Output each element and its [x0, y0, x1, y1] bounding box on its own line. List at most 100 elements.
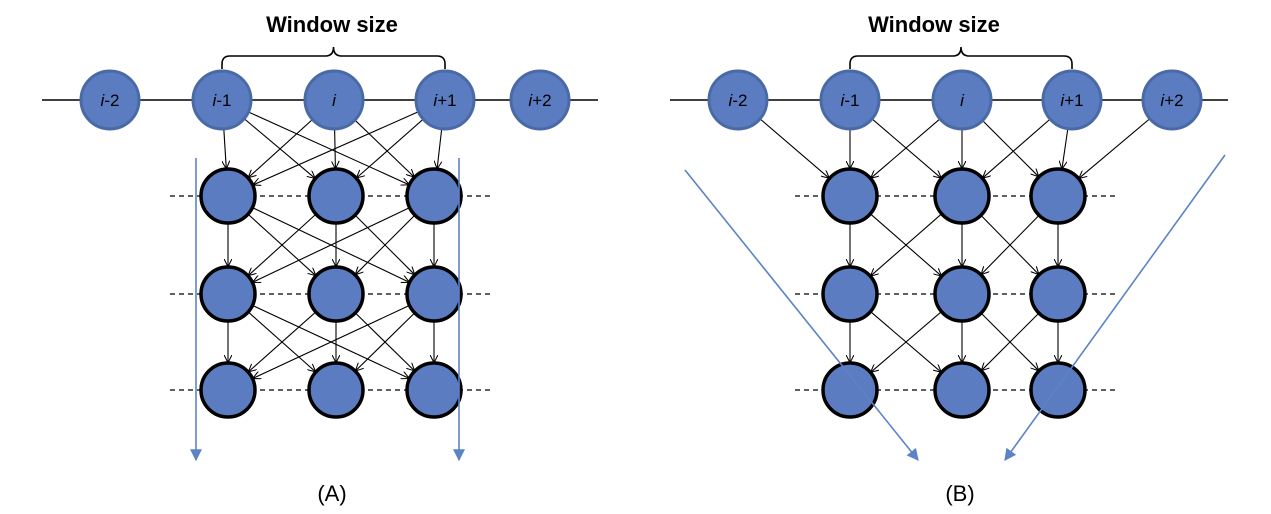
panel-a-input-node-3: i+1 [414, 69, 476, 131]
panel-a-edge-input-2-to-h1-0 [249, 117, 315, 177]
panel-a-hidden-node-l3-0 [199, 361, 257, 419]
panel-b-input-circle [931, 69, 993, 131]
panel-a-edge-h1-2-to-h2-0 [253, 207, 410, 282]
panel-a-input-label: i+2 [528, 91, 551, 110]
panel-a-hidden-nodes [199, 167, 463, 419]
panel-b-input-offset: +2 [1164, 91, 1183, 110]
panel-a-input-circle [191, 69, 253, 131]
panel-b-edge-h2-2-to-h3-1 [982, 312, 1040, 370]
panel-a-input-label: i-1 [213, 91, 232, 110]
panel-b-input-label: i [960, 91, 965, 110]
panel-b-input-circle [819, 69, 881, 131]
panel-a-hidden-node-l1-2 [405, 167, 463, 225]
panel-a-input-circle [303, 69, 365, 131]
panel-b-hidden-node-l2-1 [933, 265, 991, 323]
panel-a-input-label: i+1 [433, 91, 456, 110]
panel-a-edge-input-2-to-h1-2 [353, 118, 413, 177]
panel-a-edges [224, 110, 443, 378]
panel-b-blue-arrows [684, 154, 1226, 461]
panel-b-input-var: i [729, 91, 734, 110]
panel-b-edge-input-3-to-h1-1 [983, 117, 1053, 178]
panel-b-input-circle [707, 69, 769, 131]
panel-b-input-offset: +1 [1064, 91, 1083, 110]
panel-a-input-node-0: i-2 [79, 69, 141, 131]
panel-a-hidden-node-l1-1 [307, 167, 365, 225]
panel-b-edge-h1-2-to-h2-1 [982, 214, 1040, 274]
panel-b-hidden-nodes [821, 167, 1087, 419]
panel-a-input-var: i [433, 91, 438, 110]
panel-a-hidden-node-l3-2 [405, 361, 463, 419]
panel-b-window-brace [849, 46, 1073, 69]
panel-a-hidden-node-l3-1 [307, 361, 365, 419]
panel-b-input-label: i+1 [1060, 91, 1083, 110]
panel-a-input-offset: +1 [437, 91, 456, 110]
panel-a-input-offset: +2 [532, 91, 551, 110]
panel-b-input-var: i [1160, 91, 1165, 110]
panel-a-brace-path [221, 46, 446, 69]
panel-a-input-var: i [332, 91, 337, 110]
panel-a-input-var: i [528, 91, 533, 110]
panel-a-edge-input-3-to-h1-2 [437, 126, 443, 168]
panel-a-edge-h1-1-to-h2-0 [249, 213, 317, 275]
panel-a-input-circle [509, 69, 571, 131]
panel-b-edge-h2-1-to-h3-0 [871, 311, 942, 372]
panel-b-edge-input-0-to-h1-0 [758, 117, 828, 178]
panel-b-input-circle [1141, 69, 1203, 131]
panel-b-input-circle [1041, 69, 1103, 131]
panel-a-edge-input-2-to-h1-1 [335, 126, 336, 168]
panel-a-edge-h2-1-to-h3-0 [249, 311, 317, 371]
panel-a-edge-input-3-to-h1-1 [357, 117, 426, 178]
panel-a-input-circle [414, 69, 476, 131]
panel-b-edge-h1-1-to-h2-0 [871, 213, 943, 276]
panel-a-input-offset: -2 [104, 91, 119, 110]
panel-a-blue-arrows [190, 158, 465, 462]
panel-b-edges [758, 116, 1152, 372]
panel-b-input-offset: -2 [732, 91, 747, 110]
panel-b-input-label: i-2 [729, 91, 748, 110]
panel-a-input-node-4: i+2 [509, 69, 571, 131]
panel-b-edge-input-3-to-h1-2 [1062, 126, 1069, 169]
panel-b-input-node-4: i+2 [1141, 69, 1203, 131]
panel-b-hidden-node-l1-1 [933, 167, 991, 225]
panel-a-input-var: i [213, 91, 218, 110]
panel-b-edge-input-2-to-h1-0 [871, 117, 942, 178]
panel-b-hidden-node-l3-1 [933, 361, 991, 419]
panel-b-hidden-node-l3-2 [1029, 361, 1087, 419]
panel-a-input-offset: -1 [216, 91, 231, 110]
panel-a-edge-h1-2-to-h2-1 [356, 214, 416, 274]
panel-b-hidden-node-l1-0 [821, 167, 879, 225]
panel-b-input-label: i-1 [841, 91, 860, 110]
panel-a-input-label: i-2 [101, 91, 120, 110]
panel-b-edge-input-2-to-h1-2 [980, 118, 1038, 176]
panel-b-edge-input-4-to-h1-2 [1079, 116, 1152, 178]
panel-a-hidden-node-l2-2 [405, 265, 463, 323]
panel-b-hidden-node-l3-0 [821, 361, 879, 419]
panel-b-blue-arrow-2 [1004, 154, 1226, 461]
panel-a-title: Window size [266, 12, 398, 37]
panel-a-edge-h2-2-to-h3-0 [253, 304, 410, 378]
panel-a-input-var: i [101, 91, 106, 110]
panel-b-input-node-1: i-1 [819, 69, 881, 131]
panel-b-input-var: i [841, 91, 846, 110]
panel-a-window-brace [221, 46, 446, 69]
panel-a-edge-input-1-to-h1-0 [224, 126, 227, 168]
panel-b-input-var: i [1060, 91, 1065, 110]
panel-a-input-circle [79, 69, 141, 131]
panel-a-hidden-node-l2-0 [199, 265, 257, 323]
panel-b-hidden-node-l2-2 [1029, 265, 1087, 323]
panel-a-hidden-node-l1-0 [199, 167, 257, 225]
panel-a-input-node-1: i-1 [191, 69, 253, 131]
panel-a-hidden-node-l2-1 [307, 265, 365, 323]
panel-b-hidden-node-l2-0 [821, 265, 879, 323]
panel-a-edge-input-3-to-h1-0 [254, 110, 421, 185]
panel-b-input-label: i+2 [1160, 91, 1183, 110]
panel-b-input-offset: -1 [844, 91, 859, 110]
panel-b-input-node-3: i+1 [1041, 69, 1103, 131]
panel-a-caption: (A) [317, 481, 346, 506]
panel-a-edge-input-1-to-h1-2 [246, 110, 409, 184]
